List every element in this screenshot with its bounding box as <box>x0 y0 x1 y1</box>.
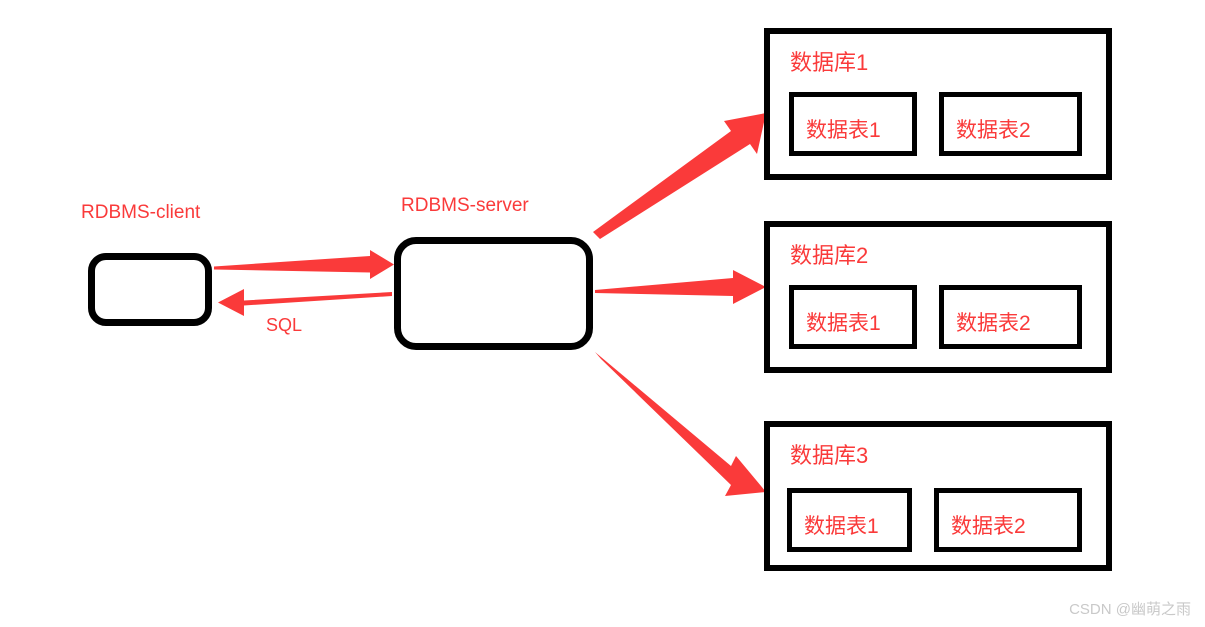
arrow-client-to-server <box>214 250 394 279</box>
table-box-3-2[interactable]: 数据表2 <box>934 488 1082 552</box>
database-title-3: 数据库3 <box>790 443 869 468</box>
database-box-1[interactable]: 数据库1 数据表1 数据表2 <box>764 28 1112 180</box>
csdn-watermark: CSDN @幽萌之雨 <box>1069 601 1191 618</box>
table-label-3-1: 数据表1 <box>804 514 879 538</box>
table-box-1-1[interactable]: 数据表1 <box>789 92 917 156</box>
table-box-1-2[interactable]: 数据表2 <box>939 92 1082 156</box>
database-box-2[interactable]: 数据库2 数据表1 数据表2 <box>764 221 1112 373</box>
database-title-2: 数据库2 <box>790 243 869 268</box>
database-title-1: 数据库1 <box>790 50 869 75</box>
table-box-3-1[interactable]: 数据表1 <box>787 488 912 552</box>
arrow-server-to-db1 <box>593 113 766 239</box>
table-label-2-2: 数据表2 <box>956 311 1031 335</box>
table-box-2-1[interactable]: 数据表1 <box>789 285 917 349</box>
rdbms-server-box[interactable] <box>394 237 593 350</box>
database-box-3[interactable]: 数据库3 数据表1 数据表2 <box>764 421 1112 571</box>
arrow-server-to-db2 <box>595 270 766 304</box>
table-label-1-1: 数据表1 <box>806 118 881 142</box>
sql-connection-label: SQL <box>266 315 303 335</box>
rdbms-client-box[interactable] <box>88 253 212 326</box>
arrow-server-to-db3 <box>595 352 766 496</box>
table-label-3-2: 数据表2 <box>951 514 1026 538</box>
table-label-1-2: 数据表2 <box>956 118 1031 142</box>
arrow-server-to-client <box>218 289 392 316</box>
rdbms-server-label: RDBMS-server <box>401 195 529 216</box>
table-label-2-1: 数据表1 <box>806 311 881 335</box>
table-box-2-2[interactable]: 数据表2 <box>939 285 1082 349</box>
rdbms-client-label: RDBMS-client <box>81 202 201 223</box>
